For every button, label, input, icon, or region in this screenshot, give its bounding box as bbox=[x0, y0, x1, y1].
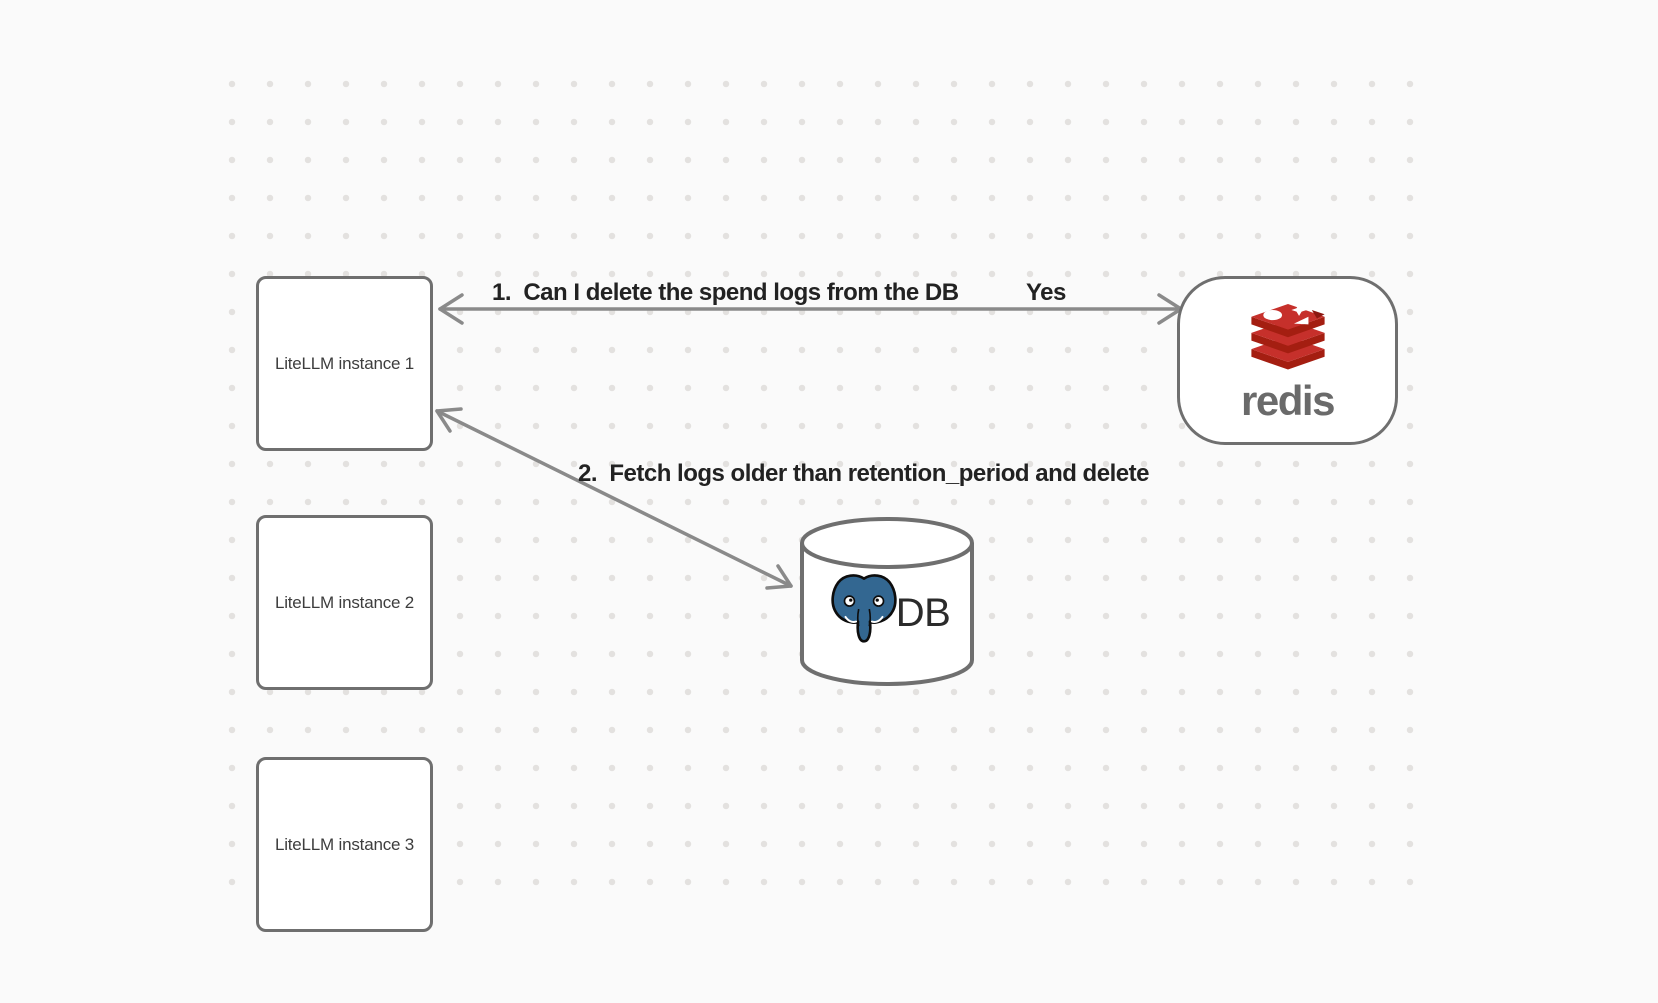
arrow-db-to-instance1[interactable] bbox=[435, 407, 793, 590]
node-label: LiteLLM instance 3 bbox=[274, 834, 415, 854]
litellm-instance-1-node[interactable]: LiteLLM instance 1 bbox=[256, 276, 433, 451]
edge1-label[interactable]: 1. Can I delete the spend logs from the … bbox=[492, 279, 959, 306]
db-node[interactable]: DB bbox=[799, 515, 975, 688]
node-label: LiteLLM instance 1 bbox=[274, 353, 415, 373]
redis-wordmark: redis bbox=[1241, 376, 1335, 424]
litellm-instance-2-node[interactable]: LiteLLM instance 2 bbox=[256, 515, 433, 690]
redis-node[interactable]: redis bbox=[1177, 276, 1398, 445]
node-label: LiteLLM instance 2 bbox=[274, 592, 415, 612]
edge1-response-label[interactable]: Yes bbox=[1026, 279, 1066, 306]
db-label: DB bbox=[895, 590, 951, 635]
redis-logo-icon bbox=[1250, 303, 1325, 370]
edge2-label[interactable]: 2. Fetch logs older than retention_perio… bbox=[578, 460, 1149, 487]
postgresql-icon bbox=[831, 574, 897, 643]
litellm-instance-3-node[interactable]: LiteLLM instance 3 bbox=[256, 757, 433, 932]
